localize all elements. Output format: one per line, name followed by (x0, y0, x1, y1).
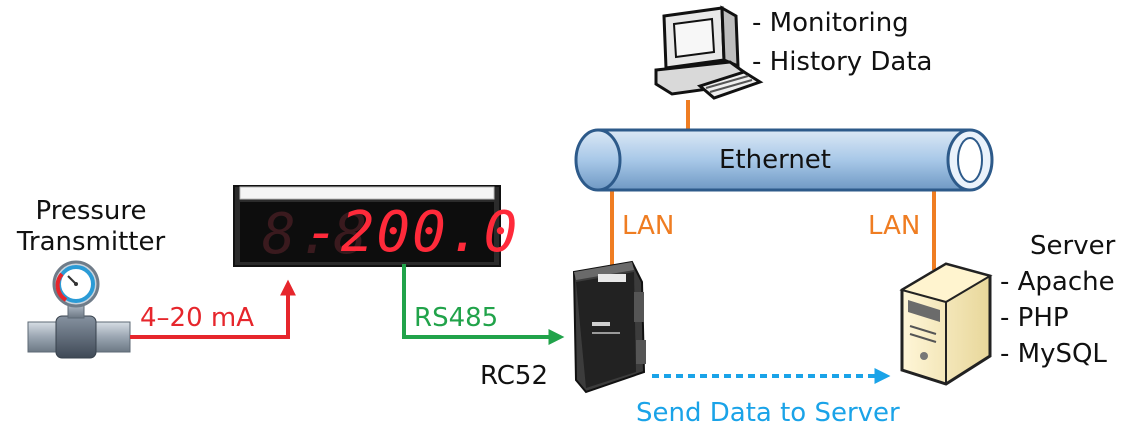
server-icon (899, 262, 993, 386)
rs485-arrow (402, 264, 565, 345)
pressure-gauge-icon (27, 260, 131, 359)
ethernet-pipe (574, 128, 994, 192)
svg-text:8.8: 8.8 (262, 202, 369, 267)
computer-icon (654, 5, 764, 100)
current-loop-arrow (130, 279, 296, 339)
gateway-device-icon (572, 260, 646, 394)
led-display-icon: 8.8 (233, 185, 501, 267)
